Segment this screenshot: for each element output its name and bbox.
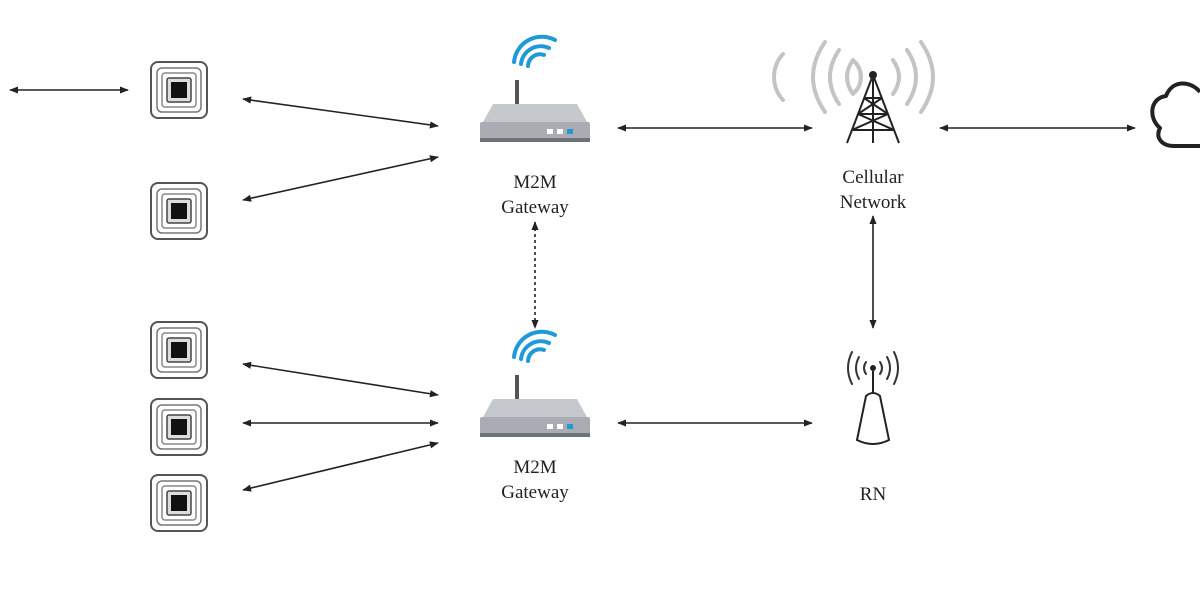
wifi-router-icon	[480, 329, 590, 437]
relay-node-label-line1: RN	[859, 484, 887, 505]
gateway-bottom-label-line1: M2M	[513, 457, 557, 478]
sensor-chip-icon	[150, 182, 208, 240]
gateway-bottom-label: M2M Gateway	[501, 455, 569, 505]
link-sensor-3-to-gateway-bottom	[242, 361, 439, 398]
cell-tower-icon	[772, 40, 935, 144]
sensor-chip-icon	[150, 474, 208, 532]
cellular-network-label-line1: Cellular	[842, 167, 904, 188]
relay-node-label: RN	[860, 482, 886, 507]
gateway-top-label-line1: M2M	[513, 172, 557, 193]
sensor-chip-icon	[150, 321, 208, 379]
cloud-icon	[1150, 81, 1200, 148]
cellular-network-label: Cellular Network	[840, 165, 906, 215]
gateway-bottom-label-line2: Gateway	[501, 482, 569, 503]
radio-antenna-icon	[847, 351, 899, 445]
sensor-chip-icon	[150, 61, 208, 119]
sensor-chip-icon	[150, 398, 208, 456]
cellular-network-label-line2: Network	[839, 192, 907, 213]
link-sensor-5-to-gateway-bottom	[242, 441, 439, 492]
gateway-top-label: M2M Gateway	[501, 170, 569, 220]
wifi-router-icon	[480, 34, 590, 142]
gateway-top-label-line2: Gateway	[501, 197, 569, 218]
link-sensor-1-to-gateway-top	[242, 96, 439, 129]
link-sensor-2-to-gateway-top	[242, 155, 439, 202]
